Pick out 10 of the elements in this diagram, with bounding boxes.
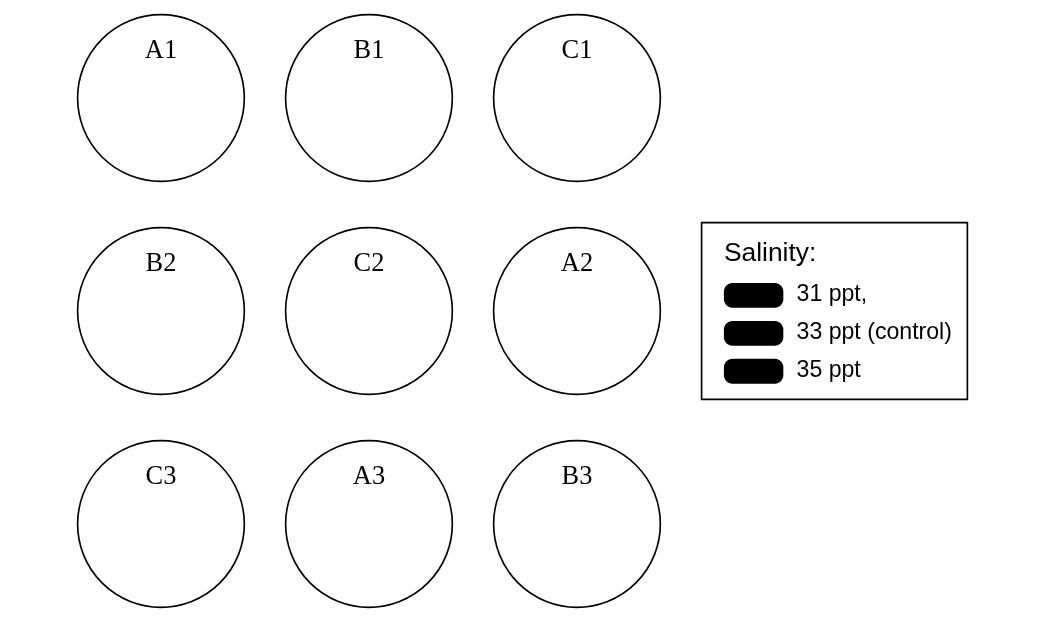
node-circle: C2 [284,226,454,396]
node-circle: A3 [284,439,454,609]
node-circle: A1 [76,13,246,183]
node-box: Salinity: 31 ppt, 33 ppt (control) 35 ppt [700,221,969,401]
node-circle: C3 [76,439,246,609]
node-circle: C1 [492,13,662,183]
node-circle: B2 [76,226,246,396]
node-circle: B3 [492,439,662,609]
node-circle: A2 [492,226,662,396]
node-circle: B1 [284,13,454,183]
